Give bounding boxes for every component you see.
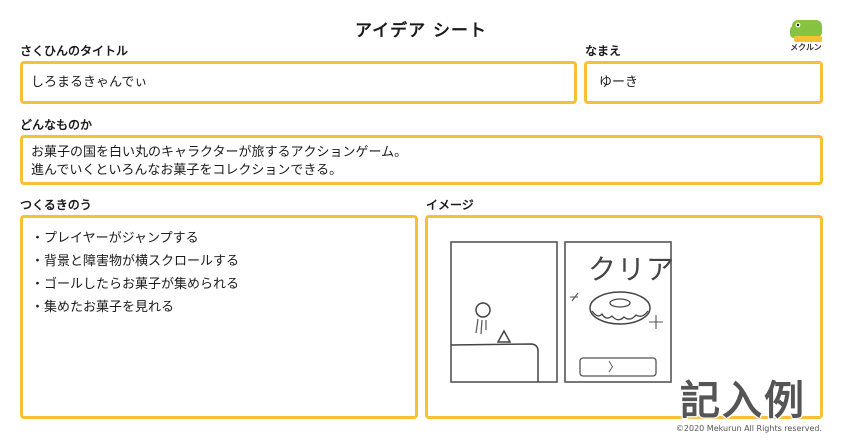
feature-item: ・ゴールしたらお菓子が集められる — [31, 277, 240, 292]
next-button-sketch — [579, 357, 657, 377]
player-character-icon — [475, 302, 491, 318]
features-list: ・プレイヤーがジャンプする ・背景と障害物が横スクロールする ・ゴールしたらお菓… — [31, 227, 239, 319]
gameplay-sketch — [450, 241, 558, 383]
feature-item: ・プレイヤーがジャンプする — [31, 231, 199, 246]
copyright: ©2020 Mekurun All Rights reserved. — [675, 424, 822, 433]
features-box[interactable]: ・プレイヤーがジャンプする ・背景と障害物が横スクロールする ・ゴールしたらお菓… — [20, 215, 418, 419]
sparkle-icon — [649, 315, 663, 329]
description-label: どんなものか — [20, 118, 93, 132]
author-name-value: ゆーき — [599, 75, 639, 90]
ground-line — [450, 343, 539, 382]
feature-item: ・集めたお菓子を見れる — [31, 300, 175, 315]
feature-item: ・背景と障害物が横スクロールする — [31, 254, 240, 269]
sample-stamp: 記入例 — [679, 377, 806, 425]
features-label: つくるきのう — [20, 198, 92, 212]
description-line-2: 進んでいくといろんなお菓子をコレクションできる。 — [31, 163, 343, 178]
page-title: アイデア シート — [354, 21, 488, 41]
work-title-box[interactable]: しろまるきゃんでぃ — [20, 61, 577, 104]
image-label: イメージ — [426, 198, 474, 212]
obstacle-icon — [496, 329, 512, 343]
logo-text: メクルン — [790, 43, 822, 52]
author-name-box[interactable]: ゆーき — [584, 61, 823, 104]
description-box[interactable]: お菓子の国を白い丸のキャラクターが旅するアクションゲーム。 進んでいくといろんな… — [20, 135, 823, 185]
description-line-1: お菓子の国を白い丸のキャラクターが旅するアクションゲーム。 — [31, 145, 408, 160]
image-box[interactable]: クリア 〉 — [425, 215, 823, 419]
clear-screen-sketch — [564, 241, 672, 383]
clear-text: クリア — [588, 253, 676, 286]
work-title-value: しろまるきゃんでぃ — [31, 75, 148, 90]
mekurun-logo-icon — [790, 20, 822, 42]
work-title-label: さくひんのタイトル — [20, 44, 129, 58]
chevron-right-icon: 〉 — [608, 360, 621, 374]
sparkle-icon — [570, 292, 579, 302]
author-name-label: なまえ — [585, 44, 622, 58]
